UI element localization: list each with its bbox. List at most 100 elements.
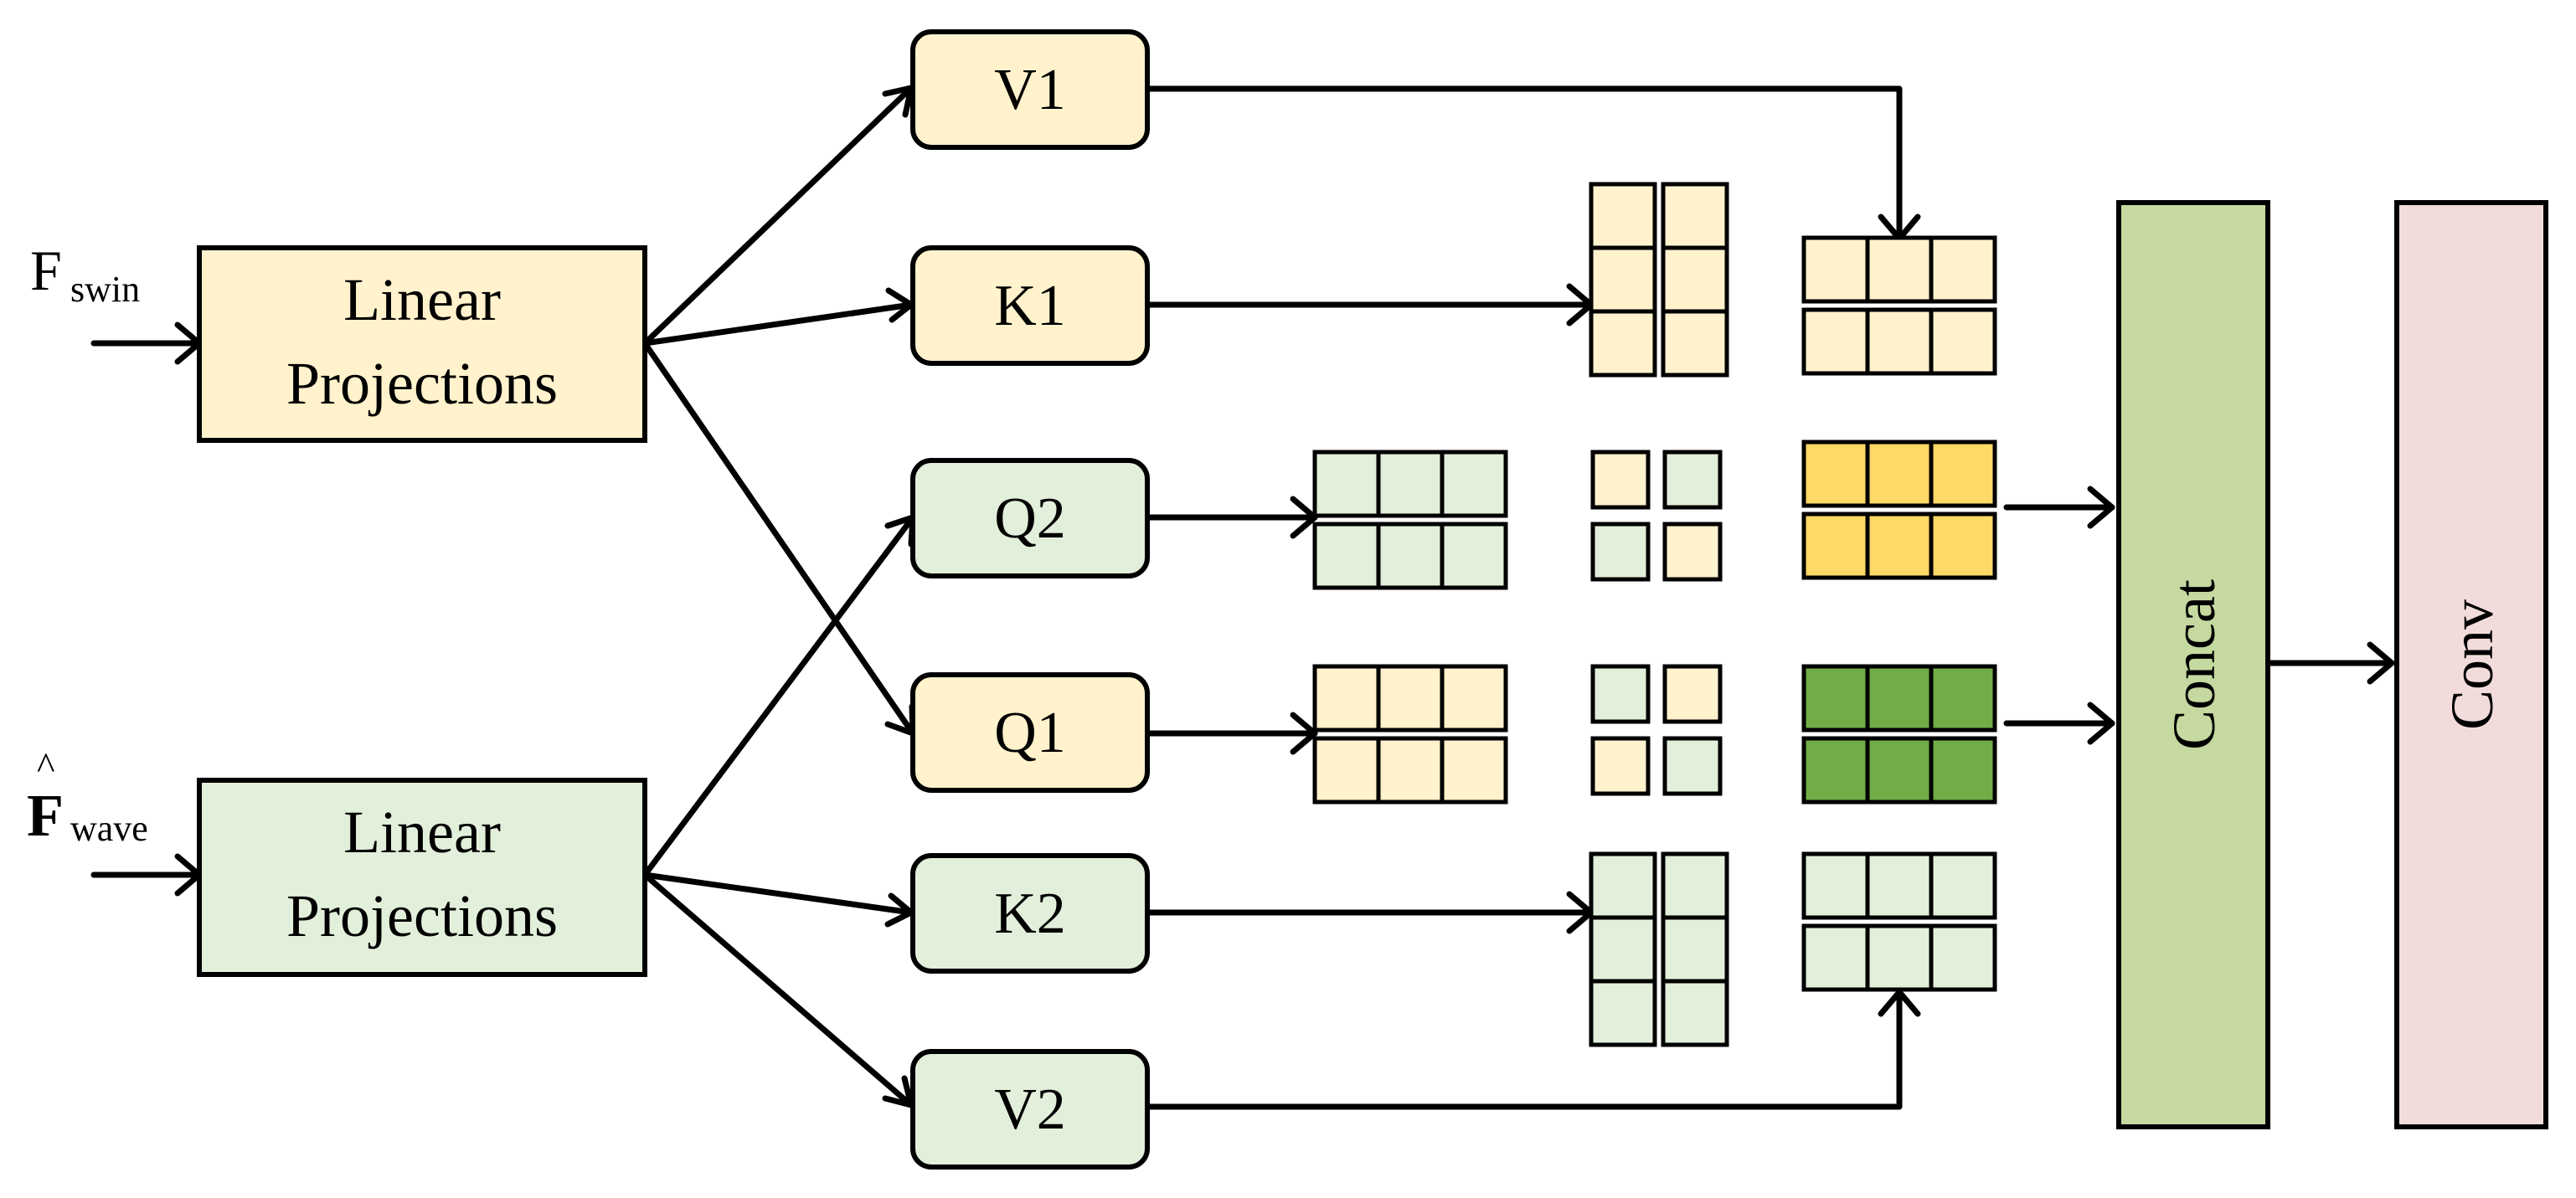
- green-output-grid-cell: [1865, 736, 1934, 805]
- fwave-sub: wave: [70, 808, 148, 849]
- green-output-grid-cell: [1929, 664, 1997, 733]
- k2-matrix-grid-cell: [1589, 915, 1657, 984]
- yellow-output-grid-cell: [1865, 512, 1934, 580]
- k1-matrix-grid-cell: [1661, 245, 1729, 314]
- proj-bottom-line1: Linear: [343, 799, 501, 866]
- green-output-grid-cell: [1929, 736, 1997, 805]
- green-output-grid-cell: [1801, 664, 1870, 733]
- q2-matrix-grid-cell: [1440, 450, 1508, 518]
- q1-matrix-grid: [1312, 664, 1508, 805]
- fwave-hat: ^: [37, 744, 55, 787]
- attention-map-1-cell: [1662, 522, 1723, 582]
- q1-matrix-grid-cell: [1376, 736, 1445, 805]
- v1-matrix-grid: [1801, 235, 1997, 376]
- v2-to-grid-arrow: [1144, 989, 1903, 1110]
- green-output-grid-cell: [1801, 736, 1870, 805]
- proj-bottom-line2: Projections: [286, 882, 558, 949]
- node-k2: K2: [910, 853, 1150, 974]
- q1-matrix-grid-cell: [1376, 664, 1445, 733]
- conv-label: Conv: [2439, 599, 2506, 730]
- k1-matrix-grid-cell: [1589, 245, 1657, 314]
- fwave-label: ^ F wave: [27, 744, 148, 849]
- top-proj-to-q1: [641, 340, 916, 737]
- yellow-output-grid: [1801, 440, 1997, 580]
- q1-matrix-grid-cell: [1440, 736, 1508, 805]
- k2-matrix-grid-cell: [1661, 979, 1729, 1047]
- k2-matrix-grid-cell: [1589, 979, 1657, 1047]
- v1-matrix-grid-cell: [1929, 307, 1997, 376]
- node-v2: V2: [910, 1049, 1150, 1170]
- node-q2-label: Q2: [994, 486, 1066, 551]
- concat-to-conv-head: [2367, 641, 2395, 685]
- k2-matrix-grid-cell: [1589, 851, 1657, 920]
- proj-top-line2: Projections: [286, 350, 558, 417]
- node-k1: K1: [910, 245, 1150, 366]
- bottom-proj-to-q2: [641, 514, 916, 878]
- v2-matrix-grid-cell: [1865, 851, 1934, 920]
- v2-matrix-grid-cell: [1929, 923, 1997, 992]
- node-v2-label: V2: [994, 1077, 1066, 1142]
- node-v1-label: V1: [994, 58, 1066, 122]
- q1-matrix-grid-cell: [1440, 664, 1508, 733]
- bottom-proj-to-k2: [641, 872, 914, 916]
- concat-block: Concat: [2116, 200, 2270, 1129]
- attention-map-2-cell: [1662, 736, 1723, 796]
- v1-matrix-grid-cell: [1801, 235, 1870, 304]
- q1-to-grid-head: [1290, 712, 1318, 755]
- k1-matrix-grid: [1589, 182, 1729, 378]
- matrix-grids: [1312, 182, 1997, 1047]
- green-output-grid-cell: [1865, 664, 1934, 733]
- v2-to-grid-head: [1878, 989, 1921, 1017]
- fswin-label: F swin: [30, 239, 140, 310]
- top-proj-to-k1: [641, 301, 914, 347]
- node-k2-label: K2: [994, 882, 1066, 946]
- v2-matrix-grid-cell: [1929, 851, 1997, 920]
- fswin-sub: swin: [70, 269, 140, 310]
- q1-matrix-grid-cell: [1312, 664, 1381, 733]
- v1-matrix-grid-cell: [1801, 307, 1870, 376]
- linear-projections-top: Linear Projections: [197, 245, 647, 443]
- k2-matrix-grid: [1589, 851, 1729, 1047]
- attention-map-1-cell: [1590, 522, 1651, 582]
- connector-lines: [90, 85, 2395, 1110]
- yellow-output-grid-cell: [1929, 512, 1997, 580]
- node-q1: Q1: [910, 672, 1150, 793]
- fswin-base: F: [30, 239, 62, 302]
- v2-matrix-grid-cell: [1801, 923, 1870, 992]
- q2-matrix-grid-cell: [1376, 450, 1445, 518]
- k1-matrix-grid-cell: [1661, 182, 1729, 250]
- v1-matrix-grid-cell: [1865, 307, 1934, 376]
- node-q1-label: Q1: [994, 701, 1066, 765]
- attention-map-2-cell: [1590, 664, 1651, 724]
- q2-matrix-grid: [1312, 450, 1508, 590]
- yellow-output-grid-cell: [1865, 440, 1934, 508]
- q2-matrix-grid-cell: [1440, 522, 1508, 590]
- yellow-output-grid-cell: [1801, 512, 1870, 580]
- attention-map-1: [1590, 450, 1723, 582]
- yellow-output-grid-cell: [1801, 440, 1870, 508]
- v2-matrix-grid-cell: [1801, 851, 1870, 920]
- k1-matrix-grid-cell: [1589, 309, 1657, 378]
- attention-map-2: [1590, 664, 1723, 796]
- green-out-to-concat-head: [2087, 702, 2115, 745]
- linear-projections-bottom: Linear Projections: [197, 778, 647, 977]
- concat-label: Concat: [2161, 579, 2228, 750]
- k1-matrix-grid-cell: [1589, 182, 1657, 250]
- v1-matrix-grid-cell: [1929, 235, 1997, 304]
- q1-matrix-grid-cell: [1312, 736, 1381, 805]
- fwave-base: F: [27, 782, 64, 849]
- node-q2: Q2: [910, 458, 1150, 578]
- q2-matrix-grid-cell: [1376, 522, 1445, 590]
- green-output-grid: [1801, 664, 1997, 805]
- v1-to-grid-arrow: [1144, 85, 1903, 242]
- v1-matrix-grid-cell: [1865, 235, 1934, 304]
- proj-top-line1: Linear: [343, 266, 501, 333]
- k2-matrix-grid-cell: [1661, 851, 1729, 920]
- attention-map-1-cell: [1662, 450, 1723, 510]
- yellow-out-to-concat-head: [2087, 486, 2115, 529]
- top-proj-to-v1: [641, 85, 914, 347]
- attention-map-1-cell: [1590, 450, 1651, 510]
- k2-matrix-grid-cell: [1661, 915, 1729, 984]
- q2-matrix-grid-cell: [1312, 522, 1381, 590]
